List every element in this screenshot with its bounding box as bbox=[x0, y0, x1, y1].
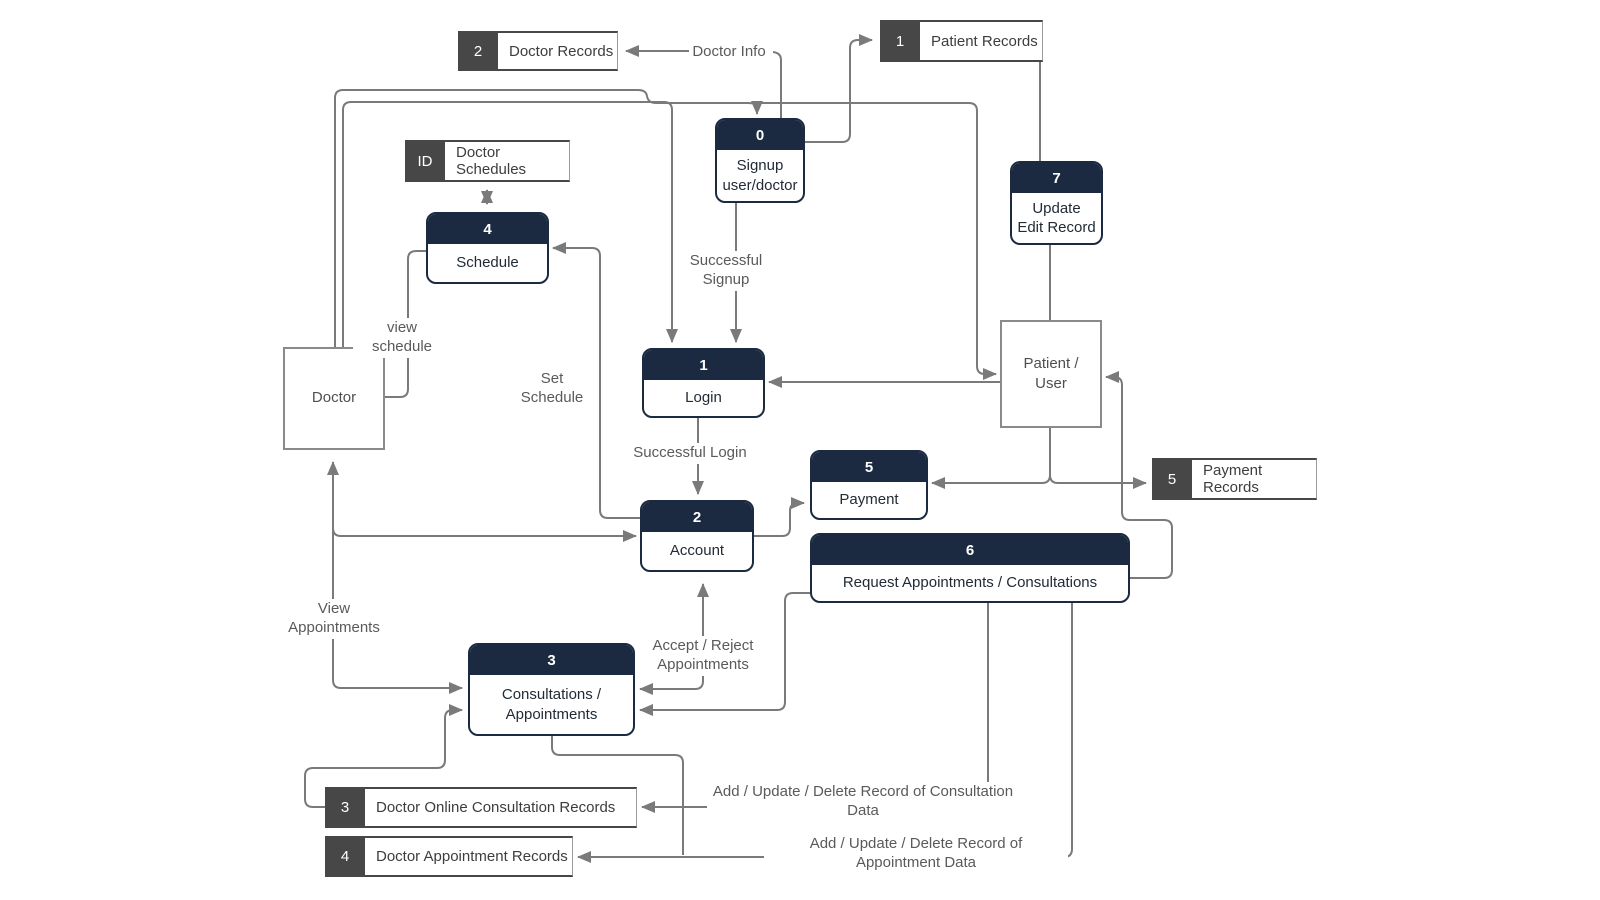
flow-doctor-to-login bbox=[342, 101, 678, 348]
flow-label-successful-login: Successful Login bbox=[630, 443, 750, 464]
datastore-number: 1 bbox=[880, 20, 920, 62]
datastore-doctor-records[interactable]: 2 Doctor Records bbox=[458, 31, 618, 71]
process-number: 1 bbox=[644, 350, 763, 380]
process-schedule[interactable]: 4 Schedule bbox=[426, 212, 549, 284]
flow-doctor-to-patient bbox=[757, 102, 997, 380]
flow-label-accept-reject: Accept / Reject Appointments bbox=[645, 636, 761, 676]
process-label: Payment bbox=[839, 491, 899, 509]
datastore-label: Doctor Records bbox=[498, 31, 618, 71]
process-number: 7 bbox=[1012, 163, 1101, 193]
flow-label-view-appointments: View Appointments bbox=[281, 599, 387, 639]
datastore-doctor-schedules[interactable]: ID Doctor Schedules bbox=[405, 140, 570, 182]
process-payment[interactable]: 5 Payment bbox=[810, 450, 928, 520]
flow-patient-to-payment-records bbox=[1049, 474, 1147, 489]
process-number: 4 bbox=[428, 214, 547, 244]
flow-label-doctor-info: Doctor Info bbox=[689, 42, 769, 63]
process-number: 2 bbox=[642, 502, 752, 532]
process-label: Account bbox=[669, 542, 725, 560]
entity-label: Doctor bbox=[311, 389, 357, 407]
flow-request-to-patient bbox=[1105, 371, 1173, 579]
flow-view-appointments-trunk bbox=[327, 461, 463, 694]
process-number: 6 bbox=[812, 535, 1128, 565]
entity-label: Patient / User bbox=[1023, 354, 1079, 392]
process-label: Request Appointments / Consultations bbox=[842, 574, 1098, 592]
datastore-consultation-records[interactable]: 3 Doctor Online Consultation Records bbox=[325, 787, 637, 828]
flow-signup-doctorinfo-hook bbox=[772, 51, 782, 120]
datastore-number: 4 bbox=[325, 836, 365, 877]
flow-patient-to-payment bbox=[931, 428, 1051, 489]
flow-consultation-records-to-consultations bbox=[304, 704, 463, 808]
entity-doctor[interactable]: Doctor bbox=[283, 347, 385, 450]
process-signup[interactable]: 0 Signup user/doctor bbox=[715, 118, 805, 203]
process-number: 5 bbox=[812, 452, 926, 482]
process-label: Update Edit Record bbox=[1017, 199, 1096, 237]
process-number: 0 bbox=[717, 120, 803, 150]
datastore-label: Doctor Online Consultation Records bbox=[365, 787, 637, 828]
entity-patient-user[interactable]: Patient / User bbox=[1000, 320, 1102, 428]
datastore-number: 2 bbox=[458, 31, 498, 71]
process-consultations[interactable]: 3 Consultations / Appointments bbox=[468, 643, 635, 736]
datastore-patient-records[interactable]: 1 Patient Records bbox=[880, 20, 1043, 62]
process-label: Schedule bbox=[456, 254, 519, 272]
flow-doctor-to-account bbox=[332, 527, 637, 542]
flow-accept-reject bbox=[639, 583, 709, 695]
datastore-appointment-records[interactable]: 4 Doctor Appointment Records bbox=[325, 836, 573, 877]
datastore-label: Payment Records bbox=[1192, 458, 1317, 500]
datastore-label: Doctor Appointment Records bbox=[365, 836, 573, 877]
datastore-label: Patient Records bbox=[920, 20, 1043, 62]
process-number: 3 bbox=[470, 645, 633, 675]
flow-account-to-payment bbox=[754, 497, 805, 537]
datastore-number: 5 bbox=[1152, 458, 1192, 500]
flow-label-successful-signup: Successful Signup bbox=[683, 251, 769, 291]
process-request-appointments[interactable]: 6 Request Appointments / Consultations bbox=[810, 533, 1130, 603]
datastore-number: ID bbox=[405, 140, 445, 182]
flow-label-add-appointment: Add / Update / Delete Record of Appointm… bbox=[764, 834, 1068, 874]
flow-label-add-consultation: Add / Update / Delete Record of Consulta… bbox=[707, 782, 1019, 822]
flow-label-view-schedule: view schedule bbox=[353, 318, 451, 358]
flow-request-to-consultations bbox=[639, 592, 810, 716]
flow-request-to-consultation-records bbox=[641, 603, 989, 813]
process-label: Login bbox=[685, 389, 722, 407]
process-label: Consultations / Appointments bbox=[501, 686, 602, 723]
datastore-number: 3 bbox=[325, 787, 365, 828]
flow-label-set-schedule: Set Schedule bbox=[507, 369, 597, 409]
process-label: Signup user/doctor bbox=[722, 157, 798, 194]
flow-doctor-to-signup bbox=[334, 89, 763, 348]
datastore-label: Doctor Schedules bbox=[445, 140, 570, 182]
datastore-payment-records[interactable]: 5 Payment Records bbox=[1152, 458, 1317, 500]
process-update-edit-record[interactable]: 7 Update Edit Record bbox=[1010, 161, 1103, 245]
process-account[interactable]: 2 Account bbox=[640, 500, 754, 572]
flow-signup-to-patient-records bbox=[805, 34, 873, 143]
flow-account-to-schedule bbox=[552, 242, 640, 519]
flow-consultations-to-appointment-records bbox=[551, 736, 684, 855]
process-login[interactable]: 1 Login bbox=[642, 348, 765, 418]
